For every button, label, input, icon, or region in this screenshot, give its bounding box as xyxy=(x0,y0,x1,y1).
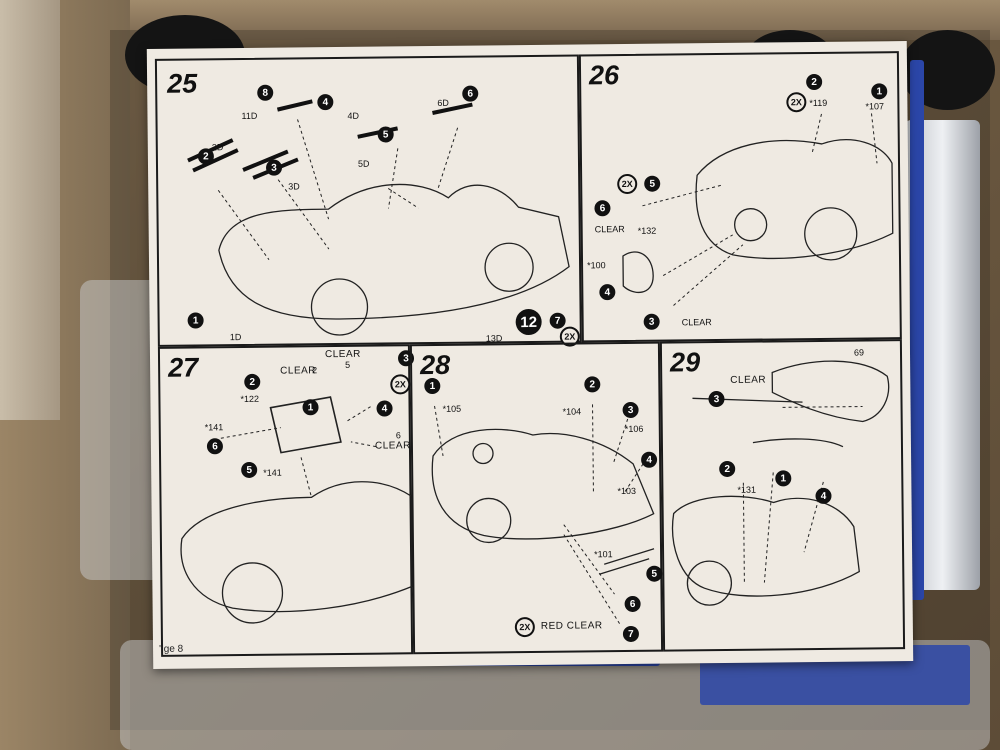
label-13d: 13D xyxy=(485,333,503,344)
label-1d: 1D xyxy=(229,332,242,343)
page-footer: ' ge 8 xyxy=(159,643,184,655)
label-2d: 2D xyxy=(211,142,224,153)
car-illustration-28 xyxy=(431,404,655,625)
car-illustration-25 xyxy=(187,99,570,336)
callout-6: 6 xyxy=(206,438,224,455)
label-3d: 3D xyxy=(288,181,300,192)
callout-1: 1 xyxy=(302,399,319,416)
label-clear: CLEAR xyxy=(324,348,361,361)
label-106: *106 xyxy=(624,423,644,435)
label-clear: CLEAR xyxy=(594,224,625,235)
label-107: *107 xyxy=(865,101,884,112)
callout-6: 6 xyxy=(462,85,479,102)
panel-step-27: 27 CLEAR 5 3 CLEAR 2 2 2X *122 1 4 *141 … xyxy=(157,344,415,657)
blue-sprue-vertical xyxy=(910,60,924,600)
callout-7: 7 xyxy=(549,312,566,329)
callout-2: 2 xyxy=(197,148,214,165)
label-11d: 11D xyxy=(241,110,258,122)
callout-5: 5 xyxy=(646,565,663,582)
label-clear-2: CLEAR xyxy=(280,365,317,377)
callout-6: 6 xyxy=(594,200,611,217)
callout-4: 4 xyxy=(815,487,832,505)
label-69: 69 xyxy=(853,347,865,358)
callout-2: 2 xyxy=(584,376,601,393)
label-num-6: 6 xyxy=(395,430,401,441)
label-num-2: 2 xyxy=(312,365,318,376)
callout-5: 5 xyxy=(644,175,661,192)
callout-3: 3 xyxy=(622,401,639,419)
panel-step-26: 26 2 1 2X *119 *107 2X 5 6 CLEAR *132 *1… xyxy=(578,51,902,343)
quantity-2x: 2X xyxy=(514,616,535,638)
label-141: *141 xyxy=(204,422,224,433)
callout-2: 2 xyxy=(719,460,736,478)
label-141-b: *141 xyxy=(263,467,282,478)
callout-3: 3 xyxy=(265,159,283,176)
callout-4: 4 xyxy=(599,284,616,301)
callout-3: 3 xyxy=(643,313,660,330)
label-103: *103 xyxy=(617,485,637,497)
label-119: *119 xyxy=(809,97,828,109)
car-illustration-26 xyxy=(622,113,894,306)
callout-5: 5 xyxy=(377,126,394,143)
callout-8: 8 xyxy=(257,84,274,101)
car-illustration-27 xyxy=(180,396,414,624)
label-num-5: 5 xyxy=(345,359,351,370)
label-132: *132 xyxy=(637,225,657,236)
label-100: *100 xyxy=(587,260,606,271)
label-104: *104 xyxy=(562,406,582,417)
callout-5: 5 xyxy=(241,461,258,479)
label-red-clear: RED CLEAR xyxy=(540,620,603,632)
callout-12: 12 xyxy=(515,308,542,336)
label-101: *101 xyxy=(594,549,613,560)
callout-1: 1 xyxy=(187,312,204,329)
panel-step-25: 25 11D 4D 6D 2D 5D 3D 1D 13D 8 4 6 2 5 3… xyxy=(154,54,582,347)
box-flap xyxy=(0,0,60,420)
label-105: *105 xyxy=(442,403,462,414)
label-122: *122 xyxy=(240,393,260,405)
callout-7: 7 xyxy=(622,625,640,643)
callout-2: 2 xyxy=(806,73,823,91)
callout-1: 1 xyxy=(775,470,792,487)
callout-4: 4 xyxy=(376,400,393,417)
quantity-2x-b: 2X xyxy=(617,173,638,195)
label-clear-3: CLEAR xyxy=(374,440,411,452)
callout-1: 1 xyxy=(871,83,888,100)
panel-step-28: 28 1 *105 2 *104 3 *106 4 *103 *101 5 6 … xyxy=(409,341,664,655)
label-6d: 6D xyxy=(437,97,449,108)
quantity-2x: 2X xyxy=(390,374,411,395)
label-5d: 5D xyxy=(357,158,370,169)
label-4d: 4D xyxy=(347,110,360,121)
callout-3: 3 xyxy=(708,390,725,408)
quantity-2x: 2X xyxy=(786,92,807,113)
panel-step-29: 29 69 CLEAR 3 2 1 *131 4 xyxy=(659,339,906,652)
label-131: *131 xyxy=(737,484,757,495)
callout-2: 2 xyxy=(244,373,261,390)
callout-1: 1 xyxy=(424,377,441,395)
callout-4: 4 xyxy=(641,451,658,468)
label-clear-b: CLEAR xyxy=(681,317,712,328)
label-clear: CLEAR xyxy=(730,374,767,386)
car-illustration-29 xyxy=(672,360,890,606)
callout-4: 4 xyxy=(317,94,334,111)
callout-6: 6 xyxy=(624,595,641,613)
instruction-sheet: 2 5 11D 4D 6D 2D 5D 3D 1D 13D 8 4 6 2 5 3… xyxy=(146,41,914,669)
